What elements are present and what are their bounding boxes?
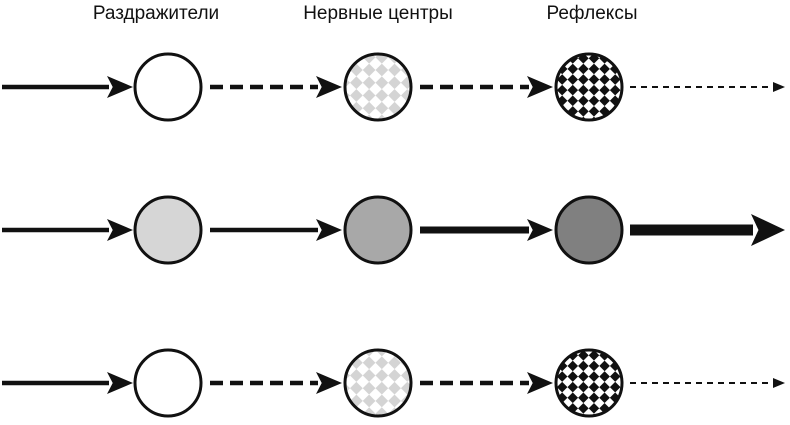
- link-arrow: [2, 76, 133, 98]
- link-arrow: [2, 372, 133, 394]
- diagram-row: [2, 195, 785, 265]
- column-label-nerve-centers: Нервные центры: [303, 3, 453, 24]
- link-arrow: [420, 76, 553, 98]
- column-label-stimuli: Раздражители: [92, 3, 220, 24]
- link-arrow: [420, 372, 553, 394]
- link-arrowhead: [527, 219, 553, 241]
- node-gray-light-circle: [133, 195, 203, 265]
- diagram-row: [2, 52, 785, 122]
- link-arrow: [420, 219, 553, 241]
- column-label-reflexes: Рефлексы: [546, 3, 638, 24]
- link-arrow: [210, 219, 342, 241]
- node-checker-dark-circle: [554, 52, 624, 122]
- node-gray-dark-circle: [554, 195, 624, 265]
- link-arrowhead: [773, 378, 785, 388]
- link-arrow: [2, 219, 133, 241]
- link-arrowhead: [527, 76, 553, 98]
- node-empty-circle: [133, 52, 203, 122]
- link-arrowhead: [751, 214, 785, 246]
- link-arrowhead: [773, 82, 785, 92]
- link-arrowhead: [316, 219, 342, 241]
- link-arrow: [210, 76, 342, 98]
- link-arrowhead: [107, 372, 133, 394]
- link-arrow: [210, 372, 342, 394]
- link-arrowhead: [316, 76, 342, 98]
- link-arrowhead: [107, 219, 133, 241]
- link-arrow: [630, 82, 785, 92]
- link-arrowhead: [316, 372, 342, 394]
- node-empty-circle: [133, 348, 203, 418]
- link-arrow: [630, 378, 785, 388]
- node-checker-dark-circle: [554, 348, 624, 418]
- link-arrow: [630, 214, 785, 246]
- diagram-row: [2, 348, 785, 418]
- link-arrowhead: [107, 76, 133, 98]
- node-checker-light-circle: [343, 348, 413, 418]
- node-gray-mid-circle: [343, 195, 413, 265]
- link-arrowhead: [527, 372, 553, 394]
- node-checker-light-circle: [343, 52, 413, 122]
